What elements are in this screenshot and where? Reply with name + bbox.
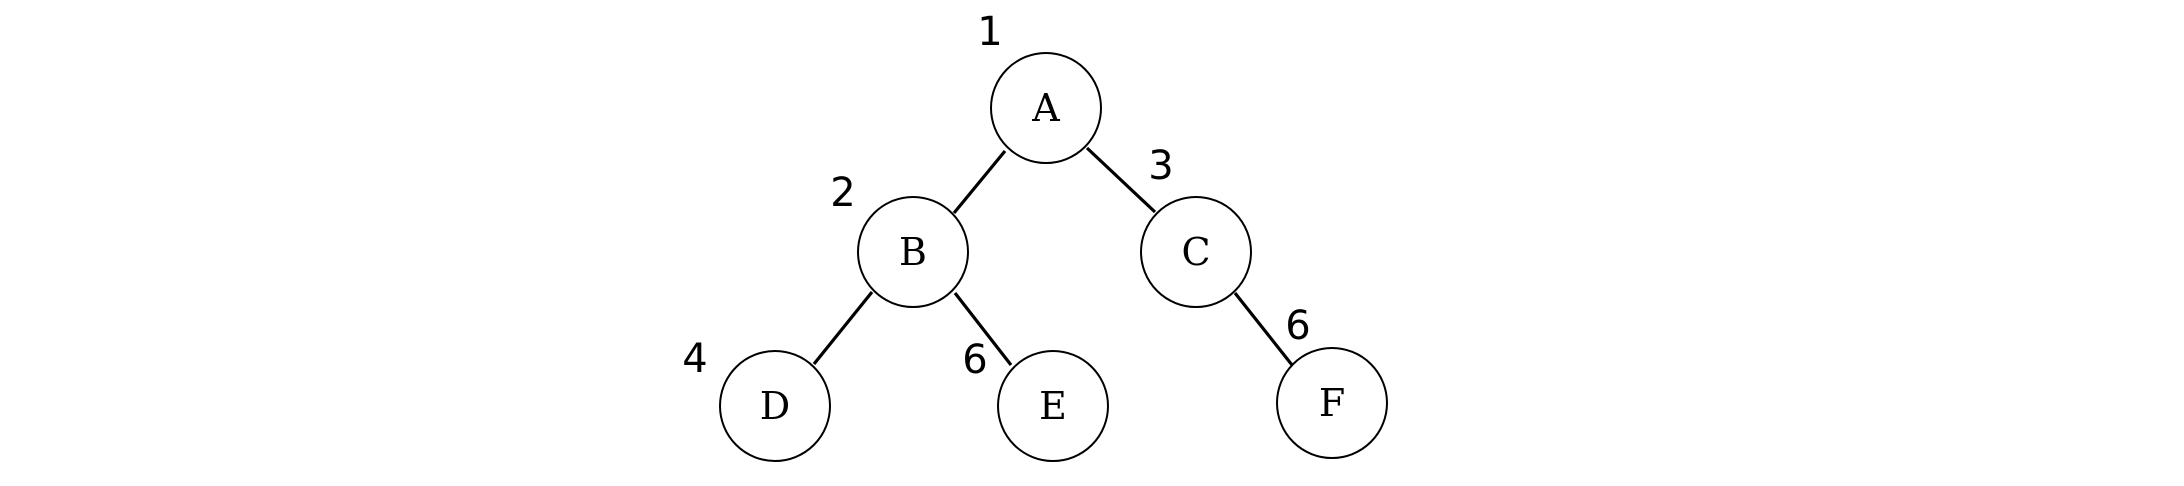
edge-b-e	[953, 292, 1013, 366]
node-e-circle	[997, 350, 1109, 462]
tree-node-d: D	[719, 350, 831, 462]
node-a-circle	[990, 52, 1102, 164]
node-e-label: E	[1039, 384, 1067, 428]
node-d-label: D	[760, 384, 790, 428]
edge-b-d	[812, 290, 874, 366]
node-f-circle	[1276, 347, 1388, 459]
index-label-b: 2	[830, 170, 855, 216]
index-label-a: 1	[977, 9, 1002, 55]
tree-node-f: F	[1276, 347, 1388, 459]
node-c-circle	[1140, 196, 1252, 308]
edge-a-b	[952, 149, 1007, 215]
node-a-label: A	[1031, 86, 1060, 130]
tree-node-a: A	[990, 52, 1102, 164]
tree-edges	[812, 146, 1294, 366]
node-index-labels: 1 2 3 4 6 6	[682, 9, 1310, 383]
edge-a-c	[1085, 146, 1157, 214]
index-label-c: 3	[1148, 143, 1173, 189]
node-d-circle	[719, 350, 831, 462]
tree-node-e: E	[997, 350, 1109, 462]
index-label-e: 6	[962, 337, 987, 383]
tree-node-c: C	[1140, 196, 1252, 308]
edge-c-f	[1233, 292, 1294, 366]
node-c-label: C	[1181, 230, 1210, 274]
node-b-label: B	[899, 230, 927, 274]
node-b-circle	[857, 196, 969, 308]
node-f-label: F	[1319, 381, 1345, 425]
index-label-d: 4	[682, 336, 707, 382]
tree-nodes: A B C D E F	[719, 52, 1388, 462]
index-label-f: 6	[1285, 303, 1310, 349]
tree-node-b: B	[857, 196, 969, 308]
